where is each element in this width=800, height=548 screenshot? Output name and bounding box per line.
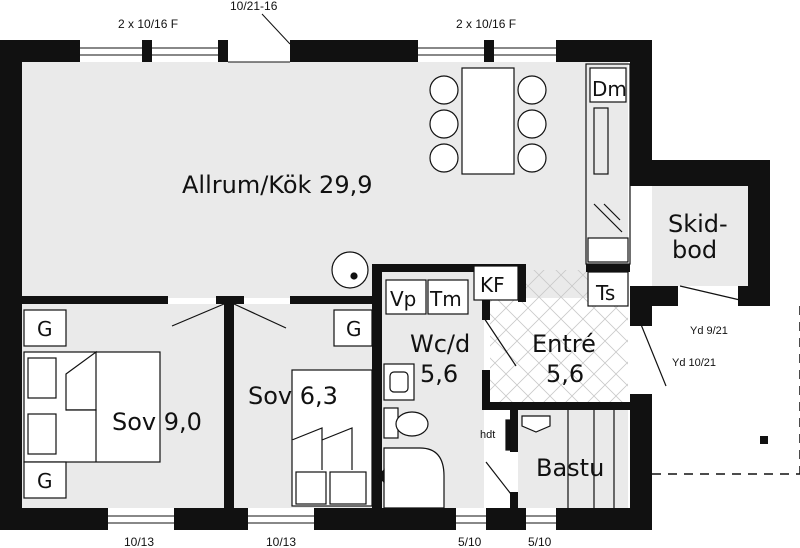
- post-marker: [760, 436, 768, 444]
- outer-walls: [0, 40, 770, 530]
- shower: [383, 447, 445, 509]
- sauna-fixtures: [505, 410, 615, 508]
- fixture-label-ts: Ts: [595, 281, 615, 305]
- door-swings: [171, 285, 741, 499]
- dim-door-top: 10/21-16: [230, 0, 278, 13]
- room-label-skidbod-2: bod: [672, 236, 717, 264]
- dim-yd-entre: Yd 10/21: [672, 357, 716, 369]
- fixture-label-g-2: G: [37, 469, 53, 493]
- chair: [429, 143, 459, 173]
- wardrobes: [23, 265, 629, 499]
- bathroom-fixtures: [377, 363, 445, 509]
- dim-window-top-left: 2 x 10/16 F: [118, 17, 178, 31]
- room-label-wc-name: Wc/d: [410, 330, 470, 358]
- chair: [517, 75, 547, 105]
- room-label-sov-large: Sov 9,0: [112, 408, 202, 436]
- fixture-label-tm: Tm: [429, 287, 462, 311]
- external-dashed-lines: [652, 306, 800, 475]
- windows: [80, 47, 556, 524]
- fixture-label-g-3: G: [346, 317, 362, 341]
- room-label-allrum: Allrum/Kök 29,9: [182, 171, 373, 199]
- bunk-bed: [291, 369, 373, 507]
- chair: [429, 75, 459, 105]
- room-label-entre-area: 5,6: [546, 360, 584, 388]
- room-label-bastu: Bastu: [536, 454, 604, 482]
- dining-set: [429, 67, 547, 175]
- dim-window-bottom-3: 5/10: [458, 535, 482, 548]
- fixture-label-hdt: hdt: [480, 429, 495, 441]
- dim-window-top-right: 2 x 10/16 F: [456, 17, 516, 31]
- chair: [517, 143, 547, 173]
- chair: [429, 109, 459, 139]
- leader-door-top: [261, 13, 291, 45]
- fixture-label-kf: KF: [480, 273, 505, 297]
- dim-window-bottom-4: 5/10: [528, 535, 552, 548]
- dining-table: [461, 67, 515, 175]
- room-label-skidbod-1: Skid-: [668, 210, 728, 238]
- floor-skidbod: [652, 186, 748, 286]
- room-label-entre-name: Entré: [532, 330, 596, 358]
- kitchen-counter: [585, 63, 631, 265]
- fixture-label-vp: Vp: [390, 287, 416, 311]
- dim-yd-skidbod: Yd 9/21: [690, 325, 728, 337]
- fixture-label-dm: Dm: [592, 77, 627, 101]
- dim-window-bottom-1: 10/13: [124, 535, 154, 548]
- interior-walls: [22, 264, 630, 510]
- round-stove: [331, 251, 369, 289]
- fixture-label-g-1: G: [37, 317, 53, 341]
- room-label-wc-area: 5,6: [420, 360, 458, 388]
- dim-window-bottom-2: 10/13: [266, 535, 296, 548]
- chair: [517, 109, 547, 139]
- room-label-sov-small: Sov 6,3: [248, 382, 338, 410]
- double-bed: [23, 350, 161, 463]
